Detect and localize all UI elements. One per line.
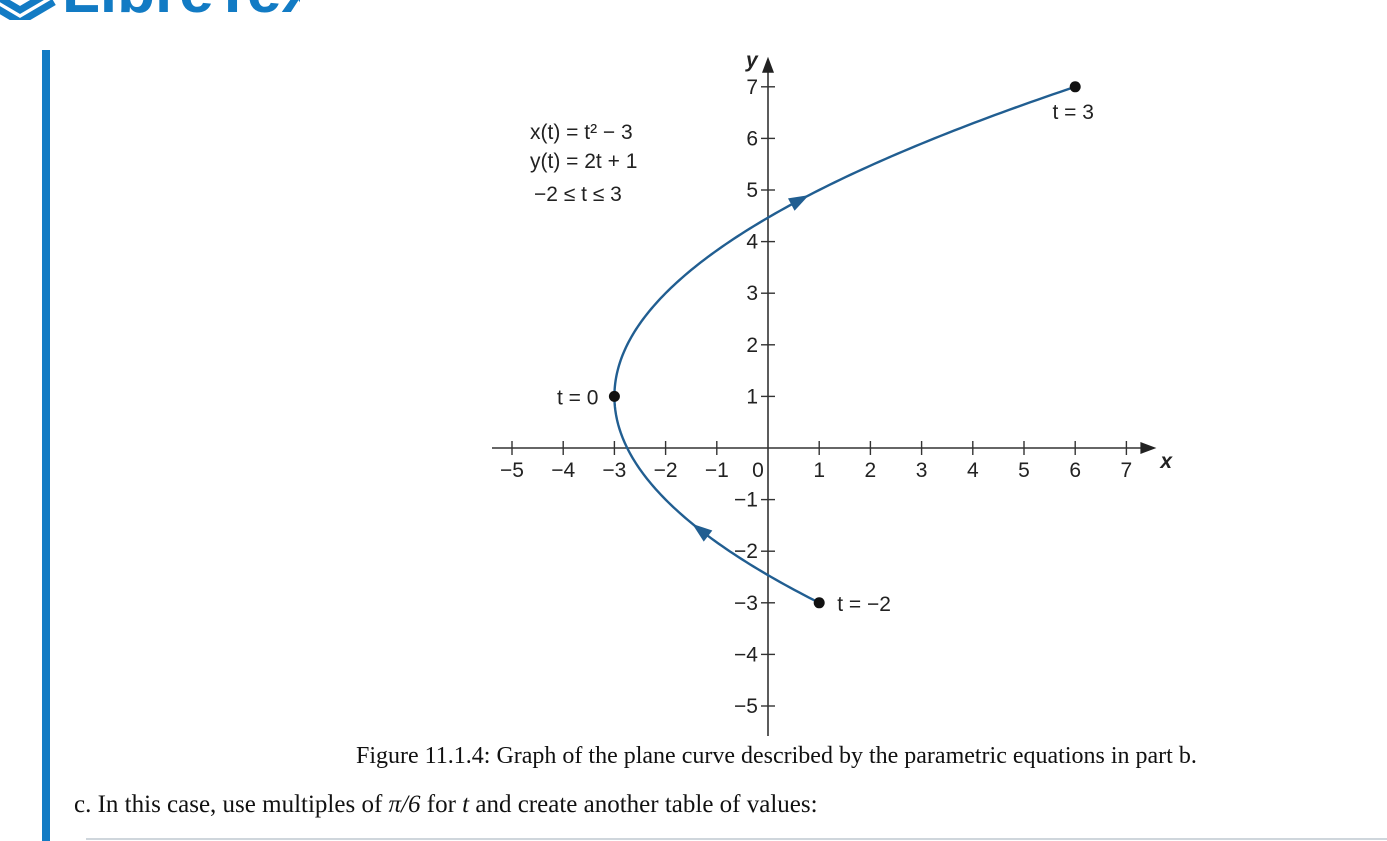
table-top-border xyxy=(86,838,1387,840)
equation-x: x(t) = t² − 3 xyxy=(530,121,633,144)
part-c-math-pi: π/6 xyxy=(388,791,421,818)
x-tick-label: 5 xyxy=(1018,459,1030,482)
x-tick-label: 4 xyxy=(967,459,979,482)
direction-arrow-icon xyxy=(787,195,809,211)
x-tick-label: 7 xyxy=(1121,459,1133,482)
libretexts-logo[interactable]: LibreTexts xyxy=(0,0,300,20)
y-tick-label: 1 xyxy=(746,385,758,408)
x-tick-label: 3 xyxy=(916,459,928,482)
part-c-middle: for xyxy=(420,791,463,818)
y-tick-label: −1 xyxy=(734,489,758,512)
x-axis-title: x xyxy=(1159,450,1173,473)
equations-block: x(t) = t² − 3 y(t) = 2t + 1 −2 ≤ t ≤ 3 xyxy=(530,121,637,206)
equation-y: y(t) = 2t + 1 xyxy=(530,150,637,173)
curve-layer xyxy=(613,85,1076,604)
y-tick-label: 4 xyxy=(746,231,758,254)
parametric-curve xyxy=(613,85,1076,604)
y-tick-label: −4 xyxy=(734,643,758,666)
part-c-text: c. In this case, use multiples of π/6 fo… xyxy=(74,791,818,819)
direction-arrow-icon xyxy=(692,523,713,542)
x-tick-label: 6 xyxy=(1069,459,1081,482)
curve-point xyxy=(608,390,620,402)
x-tick-label: −5 xyxy=(500,459,524,482)
axes: −5 −4 −3 −2 −1 0 1 2 3 4 5 6 7 −5 −4 −3 −2 −1 1 2 3 4 5 6 7 x y xyxy=(492,49,1173,736)
curve-point xyxy=(813,597,825,609)
y-tick-label: 2 xyxy=(746,334,758,357)
y-tick-label: 3 xyxy=(746,282,758,305)
curve-point xyxy=(1069,81,1081,93)
y-axis-arrow-icon xyxy=(762,56,774,73)
y-tick-label: 5 xyxy=(746,179,758,202)
example-accent-bar xyxy=(42,50,50,841)
x-tick-label: 0 xyxy=(752,459,764,482)
part-c-math-t: t xyxy=(462,791,470,818)
x-tick-label: −4 xyxy=(551,459,575,482)
x-tick-label: −3 xyxy=(602,459,626,482)
equation-t-range: −2 ≤ t ≤ 3 xyxy=(534,183,622,206)
part-c-prefix: c. In this case, use multiples of xyxy=(74,791,389,818)
points-layer: t = −2 t = 0 t = 3 xyxy=(557,81,1094,616)
y-tick-label: 6 xyxy=(746,127,758,150)
point-label: t = 0 xyxy=(557,386,598,409)
figure-caption: Figure 11.1.4: Graph of the plane curve … xyxy=(356,743,1197,769)
x-axis-arrow-icon xyxy=(1140,442,1157,454)
x-tick-label: −2 xyxy=(654,459,678,482)
x-tick-label: 1 xyxy=(813,459,825,482)
y-tick-label: −5 xyxy=(734,695,758,718)
y-tick-label: −2 xyxy=(734,540,758,563)
x-tick-label: 2 xyxy=(865,459,877,482)
libretexts-logo-icon xyxy=(0,0,56,20)
part-c-suffix: and create another table of values: xyxy=(469,791,818,818)
parametric-curve-chart: −5 −4 −3 −2 −1 0 1 2 3 4 5 6 7 −5 −4 −3 −2 −1 1 2 3 4 5 6 7 x y t … xyxy=(492,49,1173,736)
y-tick-label: −3 xyxy=(734,592,758,615)
point-label: t = −2 xyxy=(837,593,891,616)
y-axis-title: y xyxy=(745,49,759,72)
logo-text: LibreTexts xyxy=(62,0,300,20)
x-tick-label: −1 xyxy=(705,459,729,482)
point-label: t = 3 xyxy=(1052,101,1093,124)
y-tick-label: 7 xyxy=(746,76,758,99)
